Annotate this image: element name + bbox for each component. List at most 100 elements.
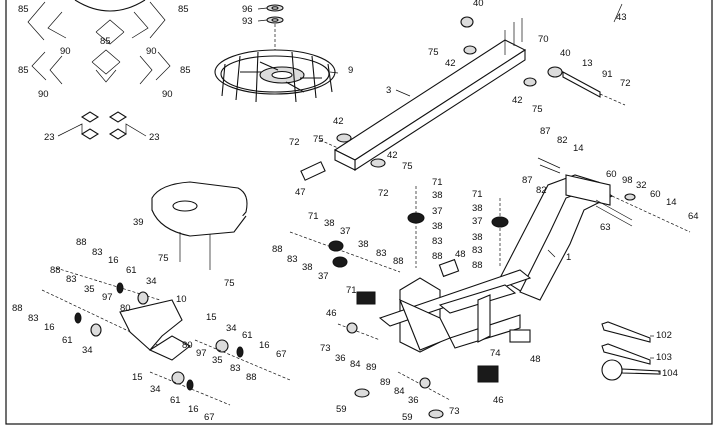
callout-label: 16	[188, 404, 199, 415]
callout-label: 83	[472, 245, 483, 256]
callout-label: 61	[126, 265, 137, 276]
lower-hardware	[337, 322, 451, 419]
callout-label: 88	[472, 260, 483, 271]
callout-label: 14	[666, 197, 677, 208]
hex-key-103	[601, 343, 651, 365]
callout-label: 90	[38, 89, 49, 100]
callout-label: 38	[472, 203, 483, 214]
foot-46	[477, 365, 499, 383]
foot-59-a	[354, 388, 370, 398]
callout-label: 83	[66, 274, 77, 285]
base-frame	[356, 258, 532, 383]
callout-label: 16	[44, 322, 55, 333]
callout-label: 47	[295, 187, 306, 198]
callout-label: 46	[493, 395, 504, 406]
callout-label: 83	[28, 313, 39, 324]
callout-label: 75	[313, 134, 324, 145]
callout-label: 90	[146, 46, 157, 57]
tool-kit	[601, 321, 661, 381]
callout-label: 75	[224, 278, 235, 289]
callout-label: 35	[84, 284, 95, 295]
callout-label: 35	[212, 355, 223, 366]
callout-label: 75	[402, 161, 413, 172]
callout-label: 75	[158, 253, 169, 264]
callout-label: 34	[226, 323, 237, 334]
callout-label: 38	[324, 218, 335, 229]
callout-label: 32	[636, 180, 647, 191]
callout-label: 16	[108, 255, 119, 266]
callout-label: 59	[336, 404, 347, 415]
callout-label: 83	[432, 236, 443, 247]
callout-label: 87	[540, 126, 551, 137]
callout-label: 3	[386, 85, 391, 96]
callout-label: 15	[132, 372, 143, 383]
callout-label: 43	[616, 12, 627, 23]
callout-label: 85	[18, 4, 29, 15]
callout-label: 61	[242, 330, 253, 341]
callout-label: 91	[602, 69, 613, 80]
callout-label: 88	[432, 251, 443, 262]
callout-label: 61	[62, 335, 73, 346]
callout-label: 70	[538, 34, 549, 45]
callout-label: 60	[606, 169, 617, 180]
callout-label: 38	[472, 232, 483, 243]
callout-label: 48	[455, 249, 466, 260]
callout-label: 72	[289, 137, 300, 148]
callout-label: 87	[522, 175, 533, 186]
callout-label: 39	[133, 217, 144, 228]
callout-label: 37	[340, 226, 351, 237]
callout-label: 42	[333, 116, 344, 127]
callout-label: 103	[656, 352, 672, 363]
callout-label: 15	[206, 312, 217, 323]
page-border	[5, 0, 713, 425]
rear-frame-1	[499, 157, 691, 301]
callout-label: 38	[432, 221, 443, 232]
callout-label: 98	[622, 175, 633, 186]
callout-label: 90	[162, 89, 173, 100]
callout-label: 34	[82, 345, 93, 356]
wrench-104	[601, 359, 623, 381]
callout-label: 89	[380, 377, 391, 388]
callout-label: 37	[318, 271, 329, 282]
wheel-assembly-9	[214, 4, 336, 103]
callout-label: 38	[302, 262, 313, 273]
callout-label: 88	[76, 237, 87, 248]
callout-label: 38	[432, 190, 443, 201]
callout-label: 73	[320, 343, 331, 354]
pad-group-23	[57, 111, 147, 140]
callout-label: 36	[408, 395, 419, 406]
callout-label: 85	[18, 65, 29, 76]
foot-59-b	[428, 409, 444, 419]
callout-label: 63	[600, 222, 611, 233]
wheel-rim-fragment	[74, 0, 146, 12]
main-rail-3	[300, 16, 626, 181]
callout-labels: 85 85 90 85 90 85 85 90 90 23 23 96 93 9…	[12, 0, 699, 423]
callout-label: 59	[402, 412, 413, 423]
callout-label: 73	[449, 406, 460, 417]
callout-label: 61	[170, 395, 181, 406]
callout-label: 88	[50, 265, 61, 276]
callout-label: 83	[376, 248, 387, 259]
callout-label: 38	[358, 239, 369, 250]
callout-label: 10	[176, 294, 187, 305]
callout-label: 84	[394, 386, 405, 397]
callout-label: 42	[445, 58, 456, 69]
end-cap-46	[356, 291, 376, 305]
callout-label: 82	[557, 135, 568, 146]
callout-label: 72	[620, 78, 631, 89]
callout-label: 88	[12, 303, 23, 314]
callout-label: 48	[530, 354, 541, 365]
callout-label: 16	[259, 340, 270, 351]
callout-label: 74	[490, 348, 501, 359]
callout-label: 96	[242, 4, 253, 15]
callout-label: 72	[378, 188, 389, 199]
callout-label: 80	[182, 340, 193, 351]
callout-label: 23	[44, 132, 55, 143]
callout-label: 104	[662, 368, 678, 379]
hex-key-102	[601, 321, 651, 343]
callout-label: 40	[473, 0, 484, 9]
callout-label: 88	[272, 244, 283, 255]
callout-label: 83	[287, 254, 298, 265]
